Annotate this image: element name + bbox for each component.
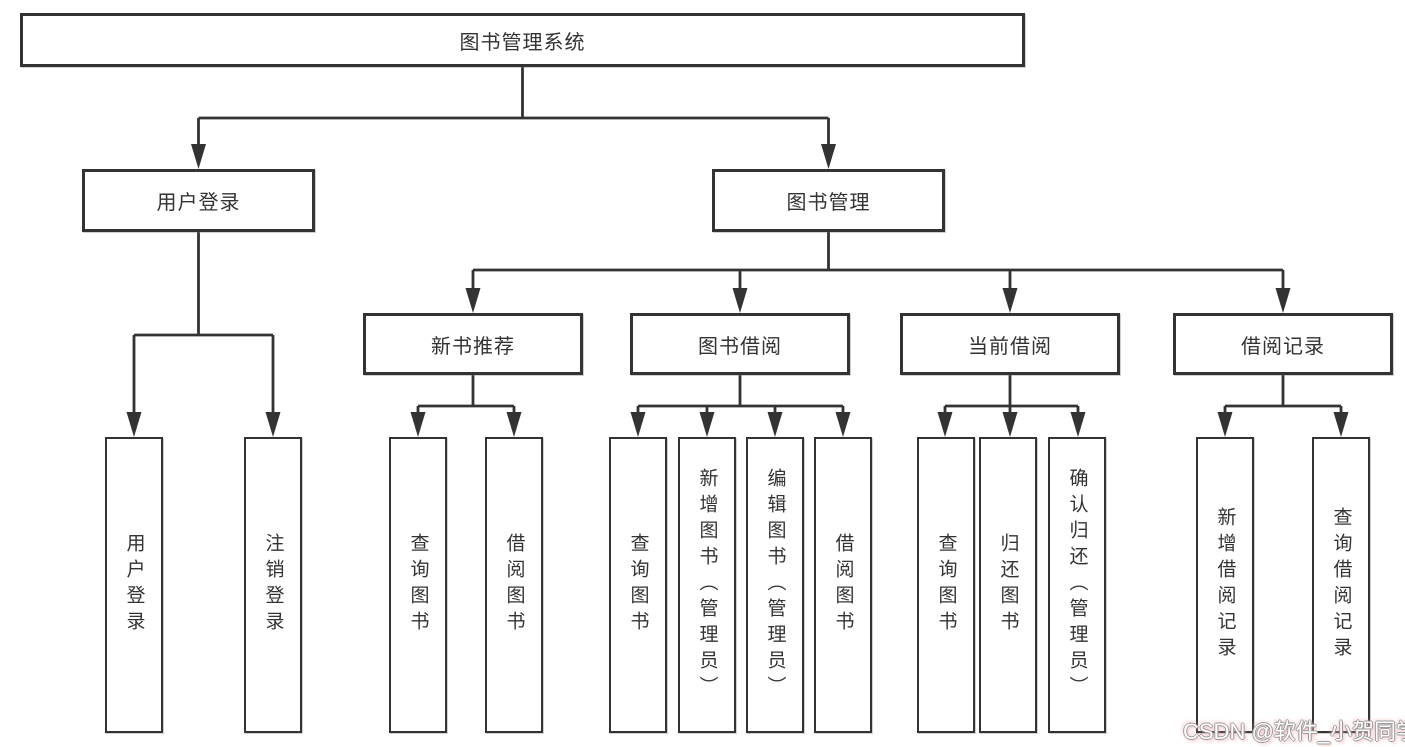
leaf-add-books-admin: 新增图书（管理员）: [678, 437, 736, 733]
leaf-user-login-label: 用户登录: [123, 533, 145, 637]
leaf-return-books: 归还图书: [979, 437, 1037, 733]
leaf-query-books-recommend: 查询图书: [389, 437, 447, 733]
leaf-query-borrow-record-label: 查询借阅记录: [1330, 507, 1352, 663]
leaf-query-books-borrowing: 查询图书: [609, 437, 667, 733]
node-new-book-recommend-label: 新书推荐: [431, 335, 515, 358]
leaf-add-books-admin-label: 新增图书（管理员）: [696, 468, 718, 702]
leaf-logout-label: 注销登录: [262, 533, 284, 637]
node-borrowing-records: 借阅记录: [1173, 313, 1393, 375]
leaf-logout: 注销登录: [244, 437, 302, 733]
leaf-query-books-borrowing-label: 查询图书: [627, 533, 649, 637]
leaf-user-login: 用户登录: [105, 437, 163, 733]
node-current-borrowing: 当前借阅: [900, 313, 1120, 375]
node-current-borrowing-label: 当前借阅: [968, 335, 1052, 358]
leaf-borrow-books-label: 借阅图书: [832, 533, 854, 637]
leaf-add-borrow-record: 新增借阅记录: [1196, 437, 1254, 733]
leaf-return-books-label: 归还图书: [997, 533, 1019, 637]
leaf-query-books-recommend-label: 查询图书: [407, 533, 429, 637]
csdn-watermark: CSDN @软件_小贺同学: [1183, 719, 1405, 744]
node-new-book-recommend: 新书推荐: [363, 313, 583, 375]
node-user-login: 用户登录: [82, 169, 315, 232]
leaf-query-borrow-record: 查询借阅记录: [1312, 437, 1370, 733]
node-book-borrowing-label: 图书借阅: [698, 335, 782, 358]
node-book-management-label: 图书管理: [786, 192, 871, 214]
leaf-borrow-books: 借阅图书: [814, 437, 872, 733]
leaf-add-borrow-record-label: 新增借阅记录: [1214, 507, 1236, 663]
node-borrowing-records-label: 借阅记录: [1241, 335, 1325, 358]
node-book-borrowing: 图书借阅: [630, 313, 850, 375]
leaf-edit-books-admin-label: 编辑图书（管理员）: [764, 468, 786, 702]
leaf-confirm-return-admin: 确认归还（管理员）: [1048, 437, 1106, 733]
node-user-login-label: 用户登录: [156, 192, 241, 214]
node-root: 图书管理系统: [20, 13, 1025, 67]
node-book-management: 图书管理: [712, 169, 945, 232]
leaf-borrow-books-recommend: 借阅图书: [485, 437, 543, 733]
leaf-query-books-current-label: 查询图书: [935, 533, 957, 637]
leaf-borrow-books-recommend-label: 借阅图书: [503, 533, 525, 637]
leaf-edit-books-admin: 编辑图书（管理员）: [746, 437, 804, 733]
leaf-confirm-return-admin-label: 确认归还（管理员）: [1066, 468, 1088, 702]
leaf-query-books-current: 查询图书: [917, 437, 975, 733]
node-root-label: 图书管理系统: [459, 31, 586, 54]
